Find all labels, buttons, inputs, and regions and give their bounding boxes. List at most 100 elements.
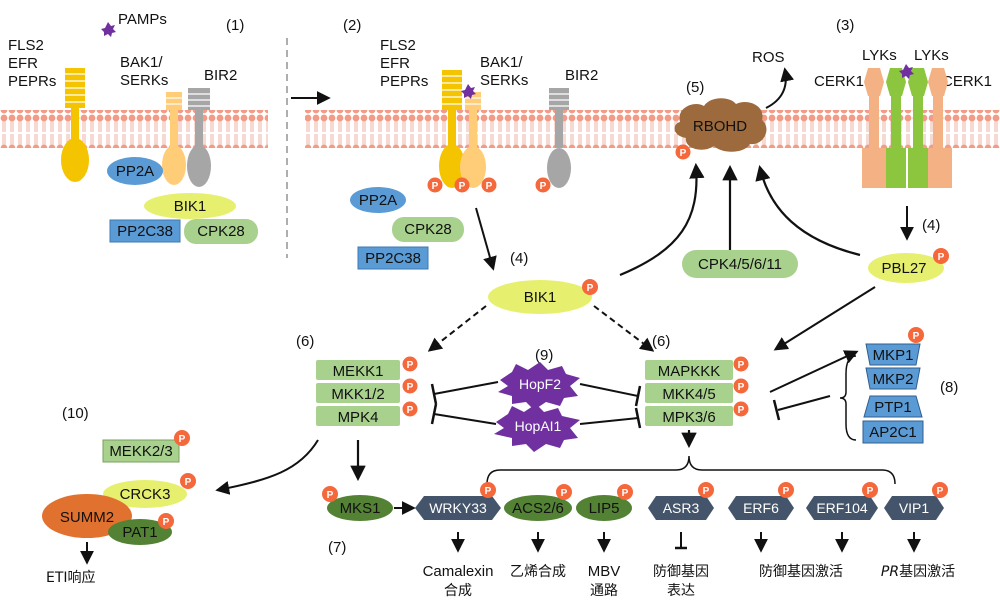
bir2-label-1: BIR2	[204, 67, 237, 84]
arrow-receptor-bik1	[475, 207, 497, 271]
pp2c38-label-1: PP2C38	[117, 223, 173, 240]
mapkkk-label: MAPKKK	[658, 363, 721, 380]
dashed-arrow-bik1-mekk1	[427, 305, 487, 352]
defense-gene-expression-label: 防御基因	[653, 563, 709, 580]
svg-text:P: P	[485, 486, 492, 497]
panel-number-4b: (4)	[922, 217, 940, 234]
phospho-badge: P	[481, 177, 497, 193]
svg-text:P: P	[486, 181, 493, 192]
svg-text:P: P	[867, 486, 874, 497]
phospho-badge: P	[402, 378, 418, 394]
lyks-label-right: LYKs	[914, 47, 949, 64]
erf104-node	[806, 496, 878, 520]
ptp1-node	[863, 395, 923, 418]
pamps-icon	[101, 22, 116, 37]
pr-gene-activation-label: PR基因激活	[881, 563, 955, 580]
arrow-pbl27-mapkkk	[773, 286, 876, 351]
bik1-node-2	[488, 280, 592, 314]
pbl27-label: PBL27	[881, 260, 926, 277]
inhibit-hopf2-right	[579, 383, 642, 407]
ap2c1-node	[862, 420, 924, 444]
ptp1-label: PTP1	[874, 399, 912, 416]
phospho-badge: P	[933, 248, 949, 264]
chitin-icon	[899, 64, 914, 79]
inhibit-phosphatases	[772, 395, 831, 421]
substrate-bracket	[486, 455, 896, 485]
svg-text:P: P	[738, 382, 745, 393]
cpk28-node-1	[184, 219, 258, 244]
peprs-label-1: PEPRs	[8, 73, 56, 90]
phospho-badge: P	[932, 482, 948, 498]
svg-text:P: P	[561, 488, 568, 499]
crck3-label: CRCK3	[120, 486, 171, 503]
wrky33-node	[415, 496, 501, 520]
rbohd-node	[674, 98, 767, 152]
camalexin-label: Camalexin	[423, 563, 494, 580]
svg-text:P: P	[913, 331, 920, 342]
mekk1-label: MEKK1	[333, 363, 384, 380]
bak1-label-1: BAK1/	[120, 54, 163, 71]
phospho-badge: P	[733, 378, 749, 394]
pp2c38-node-1	[109, 219, 181, 243]
svg-text:P: P	[703, 486, 710, 497]
phospho-badge: P	[675, 144, 691, 160]
svg-text:P: P	[327, 490, 334, 501]
ethylene-label: 乙烯合成	[510, 564, 566, 580]
phospho-badge: P	[778, 482, 794, 498]
fls2-label-2: FLS2	[380, 37, 416, 54]
vip1-label: VIP1	[899, 500, 930, 516]
panel-number-7: (7)	[328, 539, 346, 556]
svg-text:P: P	[587, 283, 594, 294]
phospho-badge: P	[322, 486, 338, 502]
mpk4-label: MPK4	[338, 409, 379, 426]
erf104-label: ERF104	[816, 500, 868, 516]
asr3-label: ASR3	[663, 500, 700, 516]
phosphatase-bracket	[839, 355, 857, 441]
phospho-badge: P	[617, 484, 633, 500]
peprs-label-2: PEPRs	[380, 73, 428, 90]
cpk-label: CPK4/5/6/11	[698, 256, 782, 273]
lyk-receptor-left	[886, 68, 906, 188]
mapk-cascade-right: MAPKKK MKK4/5 MPK3/6	[645, 360, 733, 426]
cpk28-label-2: CPK28	[404, 221, 452, 238]
bir2-label-2: BIR2	[565, 67, 598, 84]
panel-number-3: (3)	[836, 17, 854, 34]
crck3-node	[103, 480, 187, 508]
bir2-receptor-2	[547, 88, 571, 188]
phospho-badge: P	[158, 513, 174, 529]
svg-text:P: P	[783, 486, 790, 497]
fls2-receptor-1	[61, 68, 89, 182]
svg-text:P: P	[622, 488, 629, 499]
cerk1-receptor-right	[928, 68, 952, 188]
hopai1-label: HopAI1	[515, 418, 562, 434]
panel-number-10: (10)	[62, 405, 89, 422]
mpk36-label: MPK3/6	[662, 409, 715, 426]
phospho-badge: P	[454, 177, 470, 193]
phospho-badge: P	[535, 177, 551, 193]
pamps-bound-icon	[461, 84, 476, 99]
phospho-badge: P	[733, 356, 749, 372]
arrow-rbohd-ros	[765, 67, 794, 109]
pat1-node	[108, 519, 172, 545]
cerk1-receptor-left	[862, 68, 886, 188]
defense-gene-activation-label: 防御基因激活	[759, 563, 843, 580]
svg-text:P: P	[540, 181, 547, 192]
arrow-bik1-rbohd	[619, 162, 705, 277]
svg-text:P: P	[937, 486, 944, 497]
lip5-label: LIP5	[589, 500, 620, 517]
membrane-left	[0, 110, 268, 148]
cerk1-label-right: CERK1	[942, 73, 992, 90]
cpk-node	[682, 250, 798, 278]
efr-label-2: EFR	[380, 55, 410, 72]
cerk1-label-left: CERK1	[814, 73, 864, 90]
bir2-receptor-1	[187, 88, 211, 187]
eti-response-label: ETI响应	[46, 569, 96, 586]
mkp1-node	[865, 343, 921, 366]
erf6-node	[728, 496, 794, 520]
inhibit-hopai1-left	[430, 403, 497, 425]
pp2a-label-1: PP2A	[116, 163, 154, 180]
phospho-badge: P	[698, 482, 714, 498]
phospho-badge: P	[556, 484, 572, 500]
erf6-label: ERF6	[743, 500, 779, 516]
vip1-node	[884, 496, 944, 520]
